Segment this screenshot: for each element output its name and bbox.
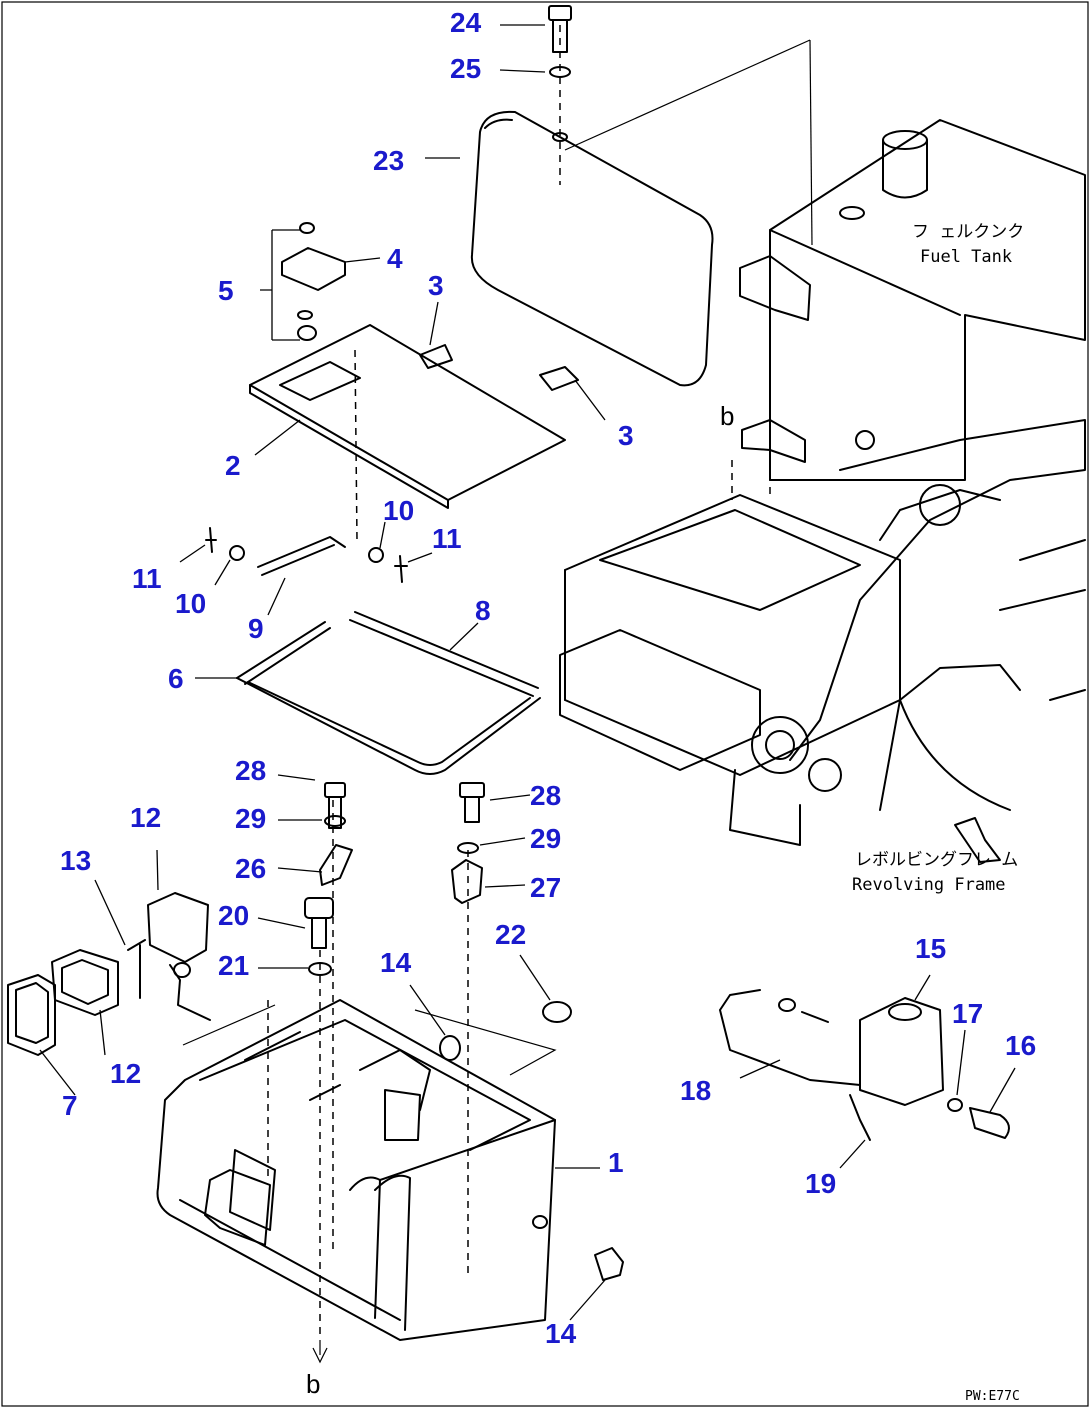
fuel-tank-label-jp: フ ェルクンク [912, 222, 1024, 242]
part-number-29-right: 29 [530, 823, 561, 854]
part-number-11-right: 11 [432, 523, 462, 554]
part-number-12-top: 12 [130, 802, 161, 833]
part-number-27: 27 [530, 872, 561, 903]
part-number-25: 25 [450, 53, 481, 84]
part-number-28-left: 28 [235, 755, 266, 786]
part-number-18: 18 [680, 1075, 711, 1106]
part-number-11-left: 11 [132, 563, 162, 594]
part-number-9: 9 [248, 613, 264, 644]
fuel-tank-drawing [739, 119, 1086, 481]
part-number-12-bottom: 12 [110, 1058, 141, 1089]
part-number-15: 15 [915, 933, 946, 964]
work-lamp-drawing [7, 892, 211, 1056]
revolving-frame-label-jp: レボルビングフレ ム [855, 850, 1018, 870]
rod-assembly-drawing [205, 527, 408, 583]
lid-drawing [249, 222, 579, 509]
assembly-lines [182, 25, 813, 1364]
part-number-20: 20 [218, 900, 249, 931]
part-number-13: 13 [60, 845, 91, 876]
fuel-tank-label-en: Fuel Tank [920, 247, 1012, 267]
part-number-23: 23 [373, 145, 404, 176]
part-number-28-right: 28 [530, 780, 561, 811]
part-number-3-right: 3 [618, 420, 634, 451]
reference-b-bottom: b [306, 1369, 320, 1399]
revolving-frame-drawing [559, 419, 1086, 863]
part-number-19: 19 [805, 1168, 836, 1199]
cover-drawing [470, 110, 714, 387]
part-number-24: 24 [450, 7, 482, 38]
part-number-labels: 24 25 23 4 5 3 3 2 10 11 11 10 9 8 6 28 … [60, 7, 1036, 1349]
part-number-5: 5 [218, 275, 234, 306]
part-number-3-top: 3 [428, 270, 444, 301]
revolving-frame-label-en: Revolving Frame [852, 875, 1006, 895]
seal-drawing [236, 611, 541, 775]
leader-lines [39, 24, 1016, 1321]
reference-b-top: b [720, 401, 734, 431]
part-number-6: 6 [168, 663, 184, 694]
part-number-10-right: 10 [383, 495, 414, 526]
part-number-16: 16 [1005, 1030, 1036, 1061]
part-number-10-left: 10 [175, 588, 206, 619]
part-number-14-bottom: 14 [545, 1318, 577, 1349]
part-number-21: 21 [218, 950, 249, 981]
part-number-17: 17 [952, 998, 983, 1029]
annotations: フ ェルクンク Fuel Tank レボルビングフレ ム Revolving F… [306, 222, 1024, 1404]
part-number-1: 1 [608, 1147, 624, 1178]
part-number-29-left: 29 [235, 803, 266, 834]
part-number-4: 4 [387, 243, 403, 274]
part-number-22: 22 [495, 919, 526, 950]
part-number-2: 2 [225, 450, 241, 481]
part-number-7: 7 [62, 1090, 78, 1121]
drawing-code: PW:E77C [965, 1389, 1020, 1404]
part-number-14-top: 14 [380, 947, 412, 978]
part-number-8: 8 [475, 595, 491, 626]
box-body-drawing [156, 999, 624, 1341]
part-number-26: 26 [235, 853, 266, 884]
